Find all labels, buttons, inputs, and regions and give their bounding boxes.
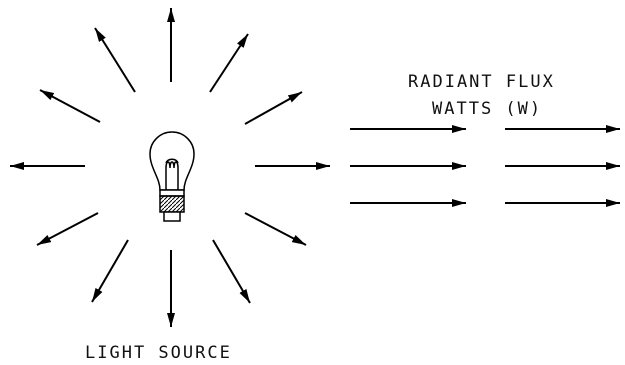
radial-arrow-down-right — [213, 240, 250, 303]
watts-label: WATTS (W) — [432, 99, 542, 119]
radial-arrow-left-up — [40, 90, 100, 122]
radial-arrow-right-up — [245, 92, 302, 124]
flux-arrows-left — [350, 129, 466, 203]
radiant-flux-label: RADIANT FLUX — [408, 72, 555, 92]
radial-arrow-down-left — [92, 240, 128, 302]
radial-arrow-left-down — [37, 213, 98, 245]
radial-arrow-up-left — [95, 28, 135, 92]
light-source-label: LIGHT SOURCE — [85, 343, 232, 363]
radial-arrow-up-right — [210, 34, 248, 92]
flux-arrows-right — [505, 129, 620, 203]
light-bulb-icon — [150, 132, 194, 221]
radial-arrow-right-down — [245, 213, 306, 245]
